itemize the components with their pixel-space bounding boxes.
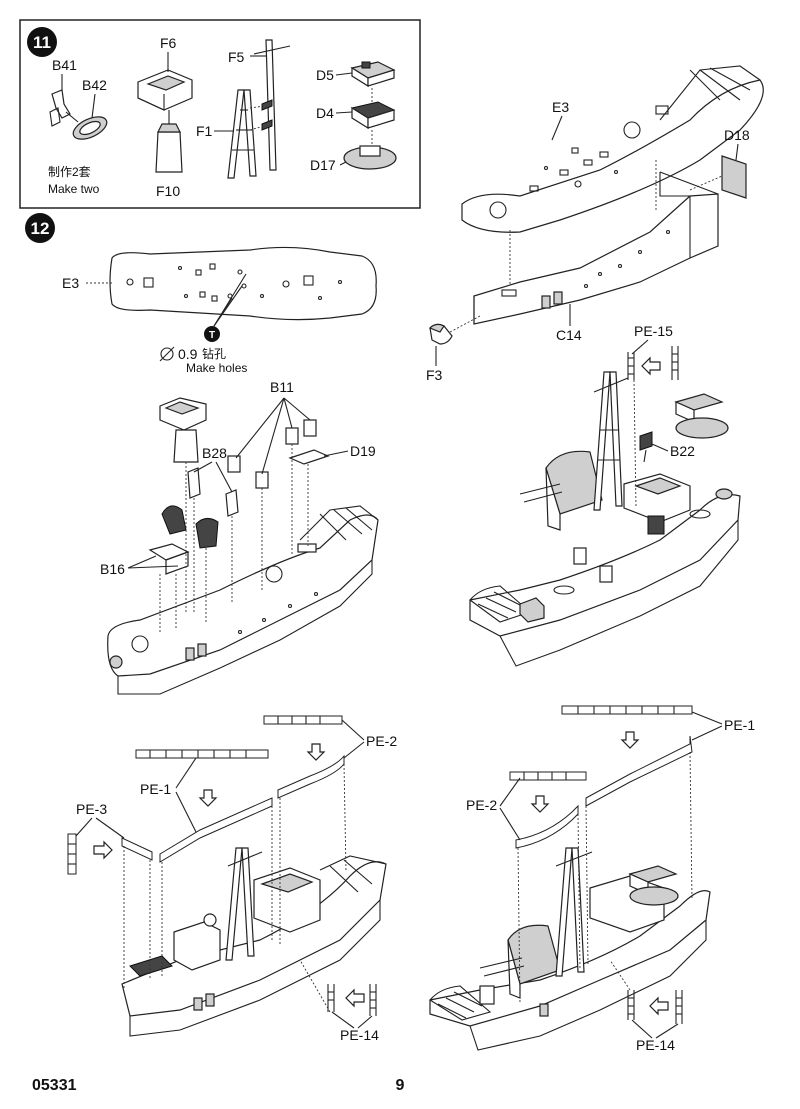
- label-b22: B22: [670, 443, 695, 459]
- step-12-number: 12: [31, 219, 50, 238]
- part-f6: [137, 69, 193, 111]
- arrow-left-icon: [345, 988, 365, 1008]
- label-b28: B28: [202, 445, 227, 461]
- pe-2-rail-left: [263, 715, 345, 799]
- pe-14-ladder-right: [627, 990, 683, 1024]
- step-11-panel: 11 B41 B42 制作2套 Make two F6: [19, 19, 421, 209]
- step-11-number: 11: [33, 33, 51, 52]
- label-d18: D18: [724, 127, 750, 143]
- label-d19: D19: [350, 443, 376, 459]
- label-pe-2-left: PE-2: [366, 733, 397, 749]
- page-number: 9: [396, 1077, 405, 1094]
- part-f10: [155, 123, 183, 173]
- kit-number: 05331: [32, 1077, 77, 1094]
- label-pe-14-left: PE-14: [340, 1027, 379, 1043]
- drill-symbol-letter: T: [209, 330, 215, 341]
- label-pe-15: PE-15: [634, 323, 673, 339]
- step-11-badge: [27, 27, 57, 57]
- part-b42: [72, 93, 108, 140]
- label-e3-flat: E3: [62, 275, 79, 291]
- arrow-right-icon: [93, 840, 113, 860]
- pe-1-rail-right: [561, 705, 693, 807]
- label-pe-2-right: PE-2: [466, 797, 497, 813]
- hull-exploded-top-right: [428, 65, 764, 345]
- part-f1-mast: [227, 39, 291, 179]
- drill-symbol: [204, 326, 220, 342]
- label-f3: F3: [426, 367, 443, 383]
- hull-assembly-bottom-left: [67, 715, 387, 1037]
- label-b11: B11: [270, 379, 294, 395]
- label-f1: F1: [196, 123, 213, 139]
- arrow-down-icon: [306, 743, 326, 761]
- drill-note-en: Make holes: [186, 361, 247, 375]
- pe-14-ladder-left: [327, 984, 377, 1016]
- label-c14: C14: [556, 327, 582, 343]
- step-12-badge: [25, 213, 55, 243]
- label-f10: F10: [156, 183, 180, 199]
- part-d4: [350, 101, 396, 130]
- drill-note-cn: 钻孔: [202, 346, 226, 361]
- pe-15-ladder: [627, 346, 679, 380]
- note-make-two-cn: 制作2套: [48, 165, 91, 179]
- label-b42: B42: [82, 77, 107, 93]
- label-pe-14-right: PE-14: [636, 1037, 675, 1053]
- label-pe-3: PE-3: [76, 801, 107, 817]
- diameter-icon: [159, 346, 175, 362]
- label-f5: F5: [228, 49, 245, 65]
- part-d17: [343, 145, 397, 170]
- label-pe-1-right: PE-1: [724, 717, 755, 733]
- arrow-down-icon: [198, 789, 218, 807]
- label-d17: D17: [310, 157, 336, 173]
- label-d4: D4: [316, 105, 334, 121]
- hull-assembly-bottom-right: [429, 705, 711, 1051]
- part-d5: [350, 61, 396, 88]
- label-e3-top: E3: [552, 99, 569, 115]
- label-pe-1-left: PE-1: [140, 781, 171, 797]
- pe-2-rail-right: [509, 771, 587, 849]
- label-f6: F6: [160, 35, 177, 51]
- arrow-left-icon: [641, 356, 661, 376]
- note-make-two-en: Make two: [48, 182, 100, 196]
- part-b41: [49, 74, 71, 127]
- pe-1-rail-left: [135, 749, 273, 863]
- label-b16: B16: [100, 561, 125, 577]
- deck-e3-flat: [109, 246, 377, 321]
- drill-size: 0.9: [178, 346, 198, 362]
- arrow-down-icon: [620, 731, 640, 749]
- arrow-down-icon: [530, 795, 550, 813]
- arrow-left-icon: [649, 996, 669, 1016]
- pe-3-part: [67, 833, 153, 875]
- hull-assembly-mid-right: [469, 346, 741, 667]
- label-b41: B41: [52, 57, 77, 73]
- hull-assembly-mid-left: [107, 397, 379, 695]
- label-d5: D5: [316, 67, 334, 83]
